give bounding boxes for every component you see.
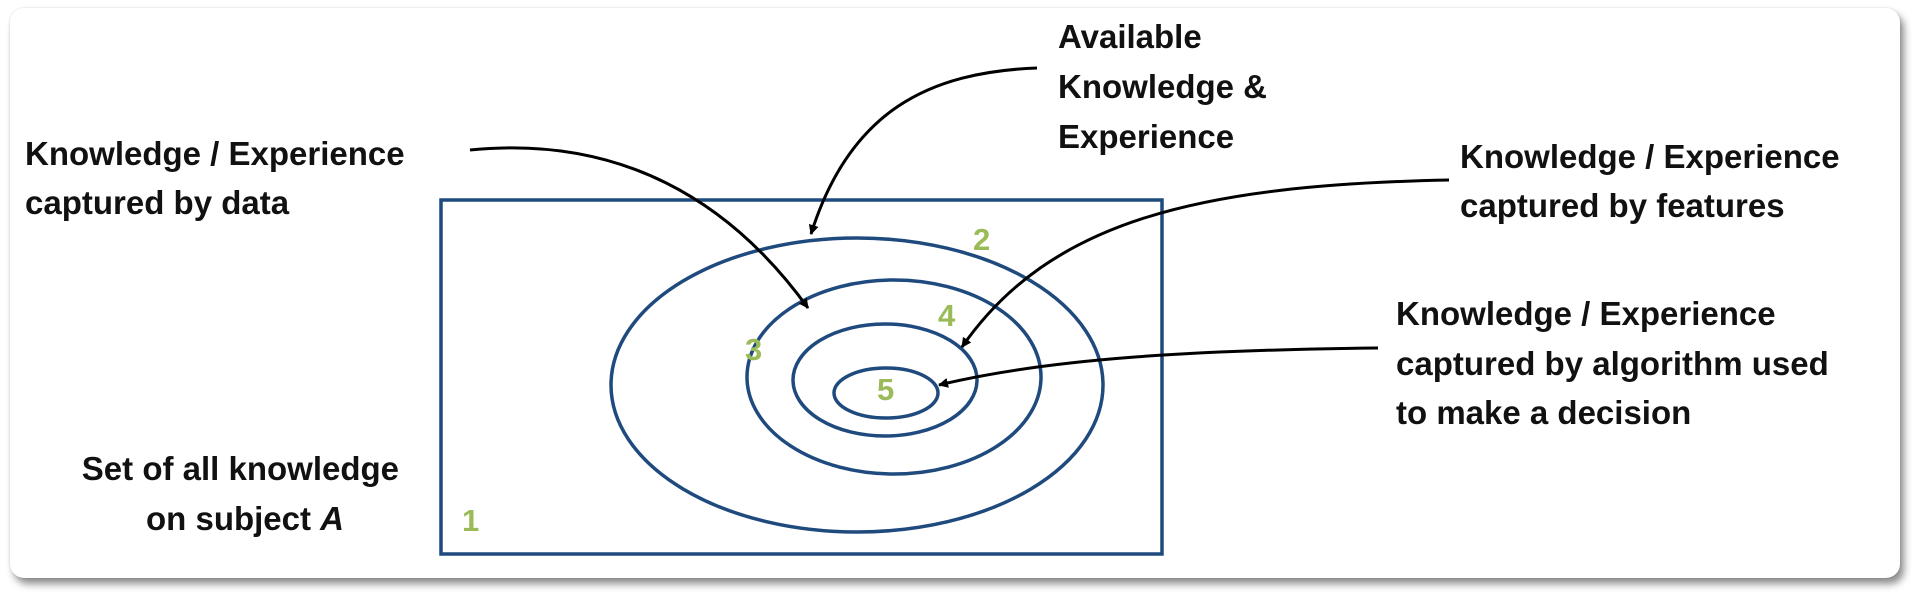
features-knowledge-label: Knowledge / Experience captured by featu… [1460, 138, 1849, 224]
set-boundary-rect [439, 198, 1164, 556]
region-number-4: 4 [938, 298, 956, 333]
region-number-5: 5 [877, 372, 894, 407]
data-knowledge-ellipse [745, 278, 1043, 476]
algorithm-knowledge-ellipse [832, 366, 940, 420]
arrow-algorithm-knowledge [938, 346, 1379, 388]
diagram-card [10, 8, 1900, 578]
features-knowledge-ellipse [791, 322, 979, 438]
region-number-3: 3 [745, 332, 762, 367]
set-of-all-knowledge-label: Set of all knowledge on subject A [82, 450, 408, 537]
algorithm-knowledge-label: Knowledge / Experience captured by algor… [1396, 295, 1838, 431]
data-knowledge-label: Knowledge / Experience captured by data [25, 135, 414, 221]
available-knowledge-ellipse [609, 236, 1105, 534]
arrow-data-knowledge [469, 146, 810, 309]
arrow-available-knowledge [808, 66, 1038, 235]
arrow-features-knowledge [960, 178, 1450, 348]
available-knowledge-label: Available Knowledge & Experience [1058, 18, 1276, 155]
region-number-1: 1 [462, 503, 479, 538]
region-number-2: 2 [973, 222, 990, 257]
